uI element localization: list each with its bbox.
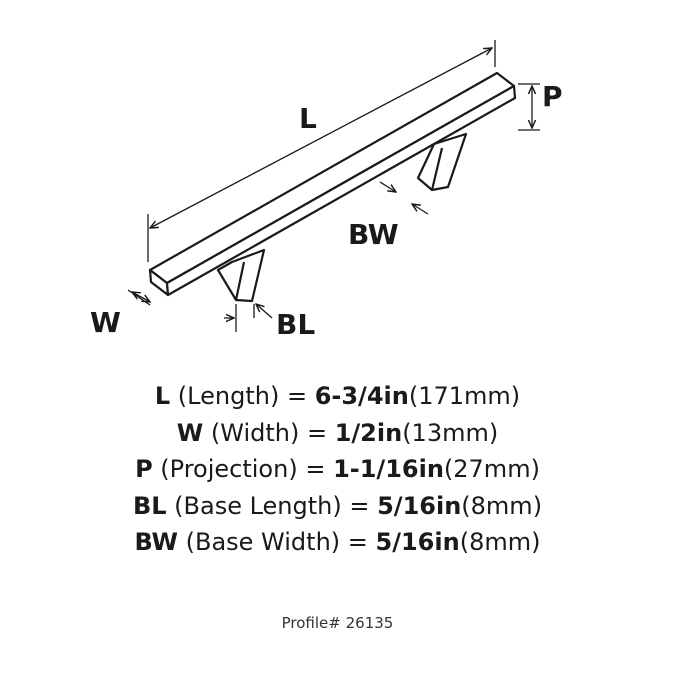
label-base-width: BW — [348, 218, 399, 251]
dimension-lines — [127, 40, 540, 332]
base-length-arrow-right — [256, 304, 273, 319]
label-projection: P — [542, 80, 563, 113]
spec-code: P — [135, 455, 153, 483]
label-base-length: BL — [276, 308, 315, 341]
dimension-labels: L P BW W BL — [90, 80, 563, 341]
spec-base-length: BL (Base Length) = 5/16in(8mm) — [0, 488, 675, 525]
spec-code: W — [176, 418, 204, 447]
spec-metric: (27mm) — [443, 455, 540, 483]
spec-imperial: 1/2in — [334, 418, 403, 447]
base-width-arrow-right — [412, 204, 429, 215]
spec-base-width: BW (Base Width) = 5/16in(8mm) — [0, 524, 675, 561]
bar-side-face — [165, 84, 517, 297]
bar-top-face — [148, 71, 516, 285]
width-extension — [127, 289, 151, 306]
dimension-specs: L (Length) = 6-3/4in(171mm) W (Width) = … — [0, 378, 675, 561]
spec-metric: (8mm) — [459, 528, 541, 556]
spec-imperial: 5/16in — [377, 491, 462, 520]
spec-imperial: 6-3/4in — [314, 382, 409, 410]
pull-handle-drawing — [148, 71, 517, 303]
spec-projection: P (Projection) = 1-1/16in(27mm) — [0, 451, 675, 488]
spec-metric: (13mm) — [402, 418, 499, 447]
length-dimension-line — [150, 48, 492, 228]
spec-metric: (8mm) — [461, 491, 543, 520]
left-post-edge — [234, 261, 246, 301]
base-width-arrow-left — [379, 181, 396, 192]
profile-number: Profile# 26135 — [281, 614, 394, 632]
label-length: L — [299, 102, 317, 135]
spec-length: L (Length) = 6-3/4in(171mm) — [0, 378, 675, 415]
label-width: W — [90, 306, 121, 339]
spec-imperial: 1-1/16in — [333, 455, 444, 483]
spec-name: (Length) = — [170, 382, 315, 410]
cabinet-pull-dimension-diagram: L P BW W BL — [90, 40, 563, 341]
spec-name: (Projection) = — [152, 455, 334, 483]
spec-metric: (171mm) — [408, 382, 521, 410]
spec-imperial: 5/16in — [375, 528, 460, 556]
spec-code: BL — [132, 491, 167, 520]
spec-width: W (Width) = 1/2in(13mm) — [0, 415, 675, 452]
spec-code: BW — [134, 528, 178, 556]
spec-name: (Width) = — [203, 418, 335, 447]
spec-name: (Base Length) = — [166, 491, 378, 520]
width-dimension-line — [132, 292, 150, 302]
spec-code: L — [154, 382, 171, 410]
spec-name: (Base Width) = — [177, 528, 376, 556]
